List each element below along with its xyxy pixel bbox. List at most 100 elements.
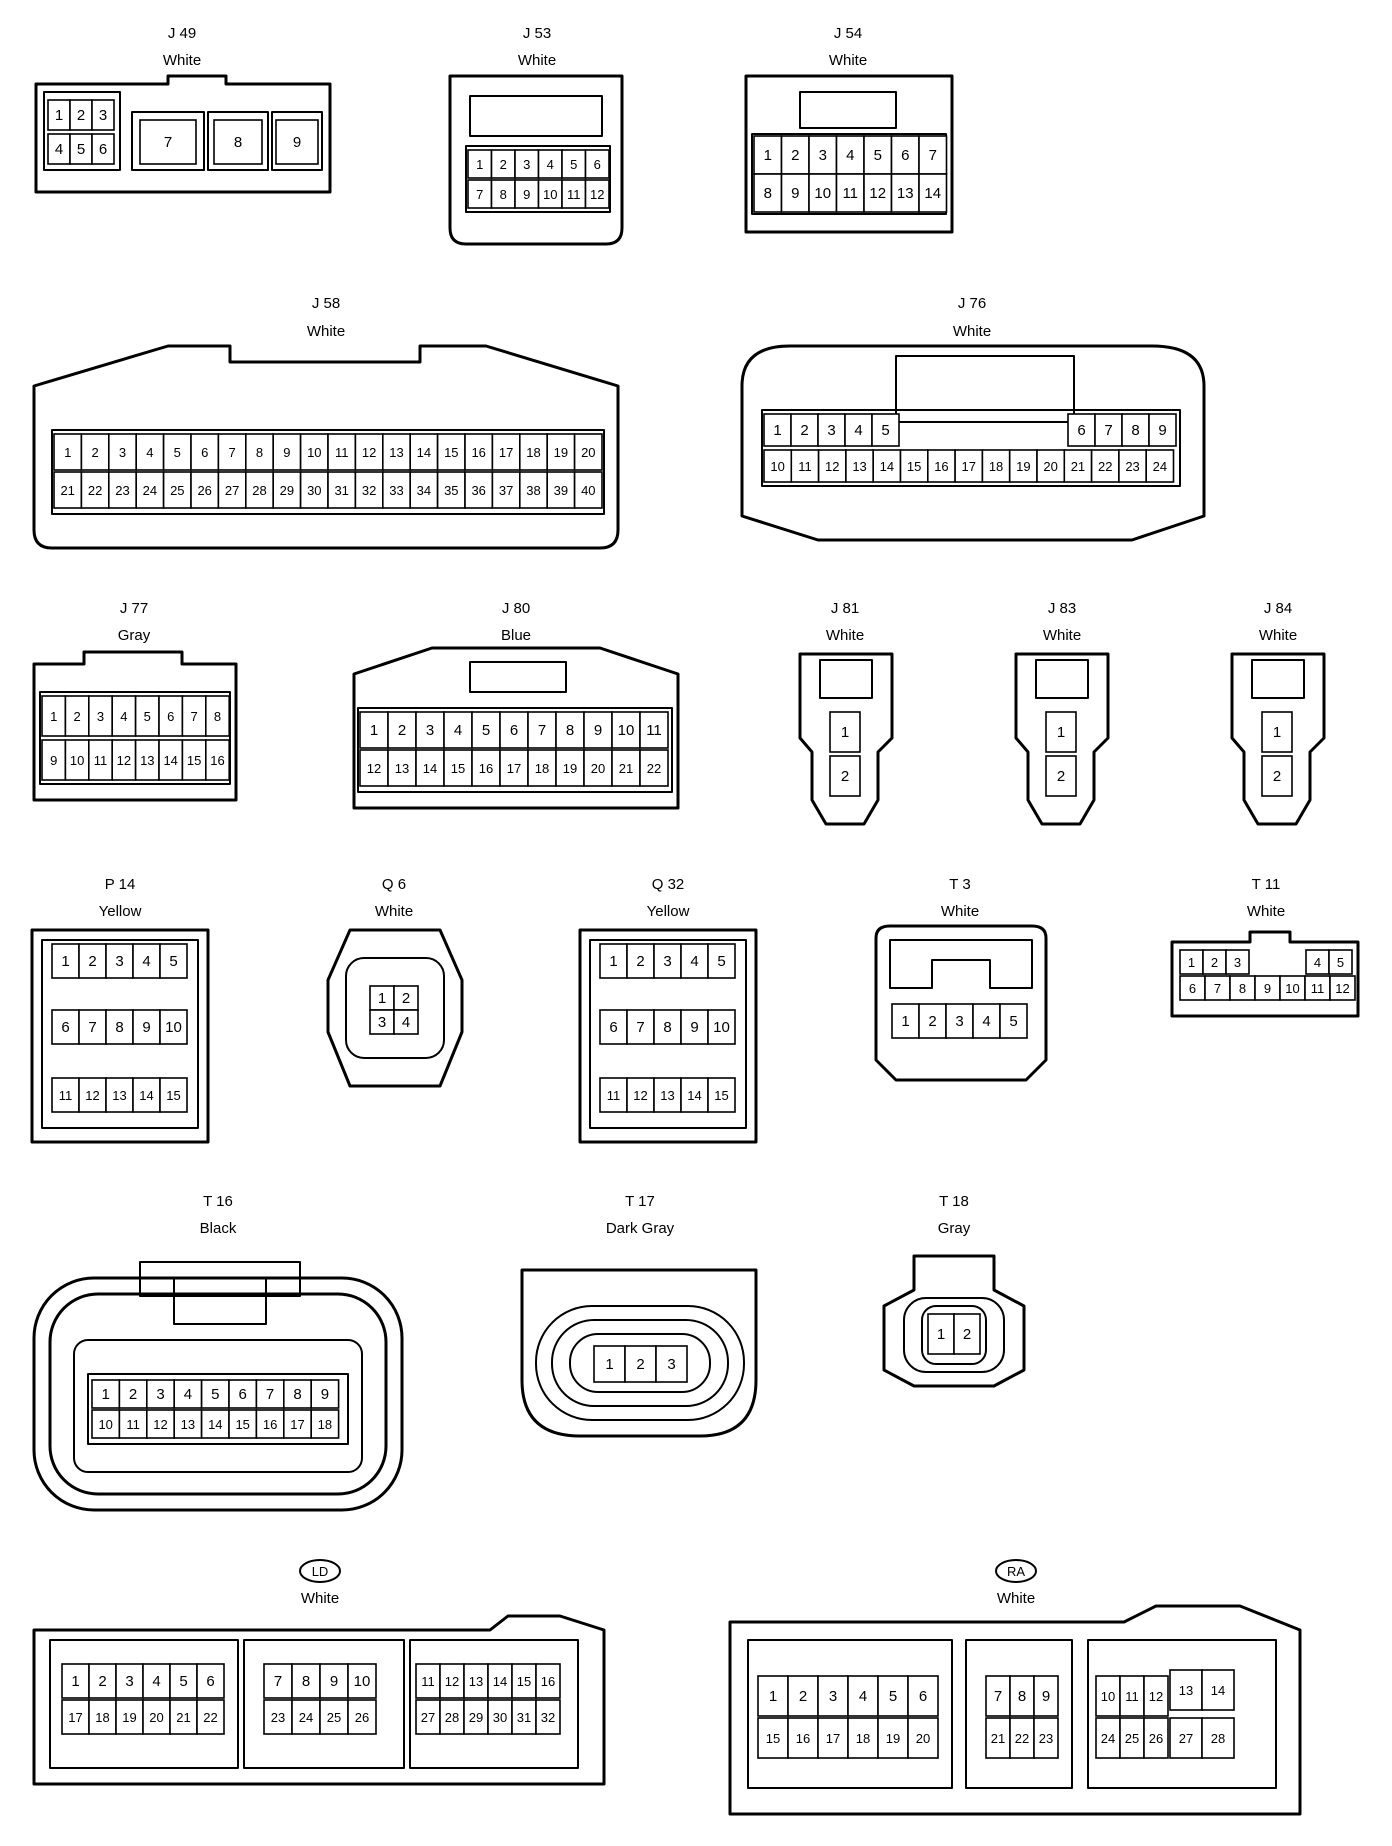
pin-cavity bbox=[436, 433, 466, 471]
connector-color-ld: White bbox=[301, 1590, 339, 1607]
pin-number: 31 bbox=[517, 1710, 531, 1725]
pin-number: 15 bbox=[451, 761, 465, 776]
pin-number: 1 bbox=[773, 422, 781, 439]
pin-number: 1 bbox=[102, 1386, 110, 1403]
pin-number: 1 bbox=[378, 990, 386, 1007]
pin-number: 16 bbox=[479, 761, 493, 776]
pin-cavity bbox=[359, 711, 389, 749]
pin-number: 4 bbox=[846, 147, 854, 164]
pin-number: 4 bbox=[55, 141, 63, 158]
pin-cavity bbox=[877, 1717, 909, 1759]
pin-number: 1 bbox=[64, 445, 71, 460]
pin-cavity bbox=[1145, 449, 1175, 483]
pin-number: 24 bbox=[1153, 459, 1167, 474]
pin-cavity bbox=[255, 1409, 285, 1439]
pin-number: 20 bbox=[1043, 459, 1057, 474]
connector-color-ra: White bbox=[997, 1590, 1035, 1607]
pin-number: 11 bbox=[567, 187, 581, 202]
pin-number: 9 bbox=[142, 1019, 150, 1036]
pin-number: 9 bbox=[1264, 981, 1271, 996]
pin-number: 21 bbox=[991, 1731, 1005, 1746]
pin-cavity bbox=[535, 1699, 561, 1735]
pin-number: 3 bbox=[378, 1014, 386, 1031]
pin-cavity bbox=[918, 135, 948, 175]
connector-id-j58: J 58 bbox=[312, 295, 340, 312]
pin-number: 8 bbox=[566, 722, 574, 739]
pin-cavity bbox=[972, 1003, 1001, 1039]
pin-cavity bbox=[88, 1699, 117, 1735]
pin-cavity bbox=[653, 943, 682, 979]
pin-number: 2 bbox=[1057, 768, 1065, 785]
connector-id-j49: J 49 bbox=[168, 25, 196, 42]
pin-number: 1 bbox=[901, 1013, 909, 1030]
connector-color-j49: White bbox=[163, 52, 201, 69]
pin-number: 21 bbox=[176, 1710, 190, 1725]
pin-number: 5 bbox=[1337, 955, 1344, 970]
connector-j81: J 81 White 12 bbox=[798, 600, 894, 826]
pin-number: 36 bbox=[471, 483, 485, 498]
pin-number: 6 bbox=[201, 445, 208, 460]
pin-cavity bbox=[354, 471, 384, 509]
pin-number: 13 bbox=[1179, 1683, 1193, 1698]
pin-cavity bbox=[78, 1077, 107, 1113]
pin-number: 12 bbox=[367, 761, 381, 776]
pin-number: 11 bbox=[1125, 1689, 1139, 1704]
pin-number: 10 bbox=[354, 1673, 371, 1690]
connector-id-j81: J 81 bbox=[831, 600, 859, 617]
connector-color-j80: Blue bbox=[501, 627, 531, 644]
pin-number: 14 bbox=[139, 1088, 153, 1103]
connector-color-t11: White bbox=[1247, 903, 1285, 920]
pin-number: 5 bbox=[1009, 1013, 1017, 1030]
pin-number: 11 bbox=[1311, 981, 1325, 996]
connector-id-t18: T 18 bbox=[939, 1193, 969, 1210]
pin-cavity bbox=[1033, 1717, 1059, 1759]
pin-number: 26 bbox=[355, 1710, 369, 1725]
pin-number: 30 bbox=[307, 483, 321, 498]
pin-number: 8 bbox=[1131, 422, 1139, 439]
pin-number: 1 bbox=[55, 107, 63, 124]
pin-number: 13 bbox=[395, 761, 409, 776]
pin-number: 24 bbox=[299, 1710, 313, 1725]
pin-cavity bbox=[1261, 755, 1293, 797]
pin-cavity bbox=[780, 173, 810, 213]
connector-id-t3: T 3 bbox=[949, 876, 970, 893]
pin-cavity bbox=[1201, 1669, 1235, 1711]
pin-cavity bbox=[491, 433, 521, 471]
pin-number: 4 bbox=[982, 1013, 990, 1030]
pin-cavity bbox=[844, 413, 873, 447]
pin-cavity bbox=[1094, 413, 1123, 447]
pin-number: 2 bbox=[77, 107, 85, 124]
pin-cavity bbox=[347, 1663, 377, 1699]
pin-cavity bbox=[105, 1077, 134, 1113]
pin-number: 8 bbox=[293, 1386, 301, 1403]
pin-number: 2 bbox=[1211, 955, 1218, 970]
pin-number: 4 bbox=[1314, 955, 1321, 970]
pin-number: 6 bbox=[609, 1019, 617, 1036]
connector-id-j76: J 76 bbox=[958, 295, 986, 312]
pin-number: 7 bbox=[994, 1688, 1002, 1705]
pin-number: 3 bbox=[119, 445, 126, 460]
pin-number: 17 bbox=[962, 459, 976, 474]
pin-number: 4 bbox=[454, 722, 462, 739]
pin-number: 8 bbox=[1239, 981, 1246, 996]
pin-number: 5 bbox=[889, 1688, 897, 1705]
pin-number: 9 bbox=[283, 445, 290, 460]
pin-cavity bbox=[707, 1077, 736, 1113]
pin-number: 10 bbox=[307, 445, 321, 460]
pin-cavity bbox=[463, 1699, 489, 1735]
pin-cavity bbox=[1169, 1717, 1203, 1759]
pin-cavity bbox=[159, 943, 188, 979]
pin-number: 10 bbox=[713, 1019, 730, 1036]
pin-cavity bbox=[583, 711, 613, 749]
pin-number: 8 bbox=[256, 445, 263, 460]
pin-cavity bbox=[1036, 449, 1066, 483]
pin-number: 10 bbox=[543, 187, 557, 202]
pin-number: 12 bbox=[1149, 1689, 1163, 1704]
connector-color-j81: White bbox=[826, 627, 864, 644]
pin-number: 7 bbox=[636, 1019, 644, 1036]
pin-number: 14 bbox=[1211, 1683, 1225, 1698]
pin-number: 5 bbox=[874, 147, 882, 164]
